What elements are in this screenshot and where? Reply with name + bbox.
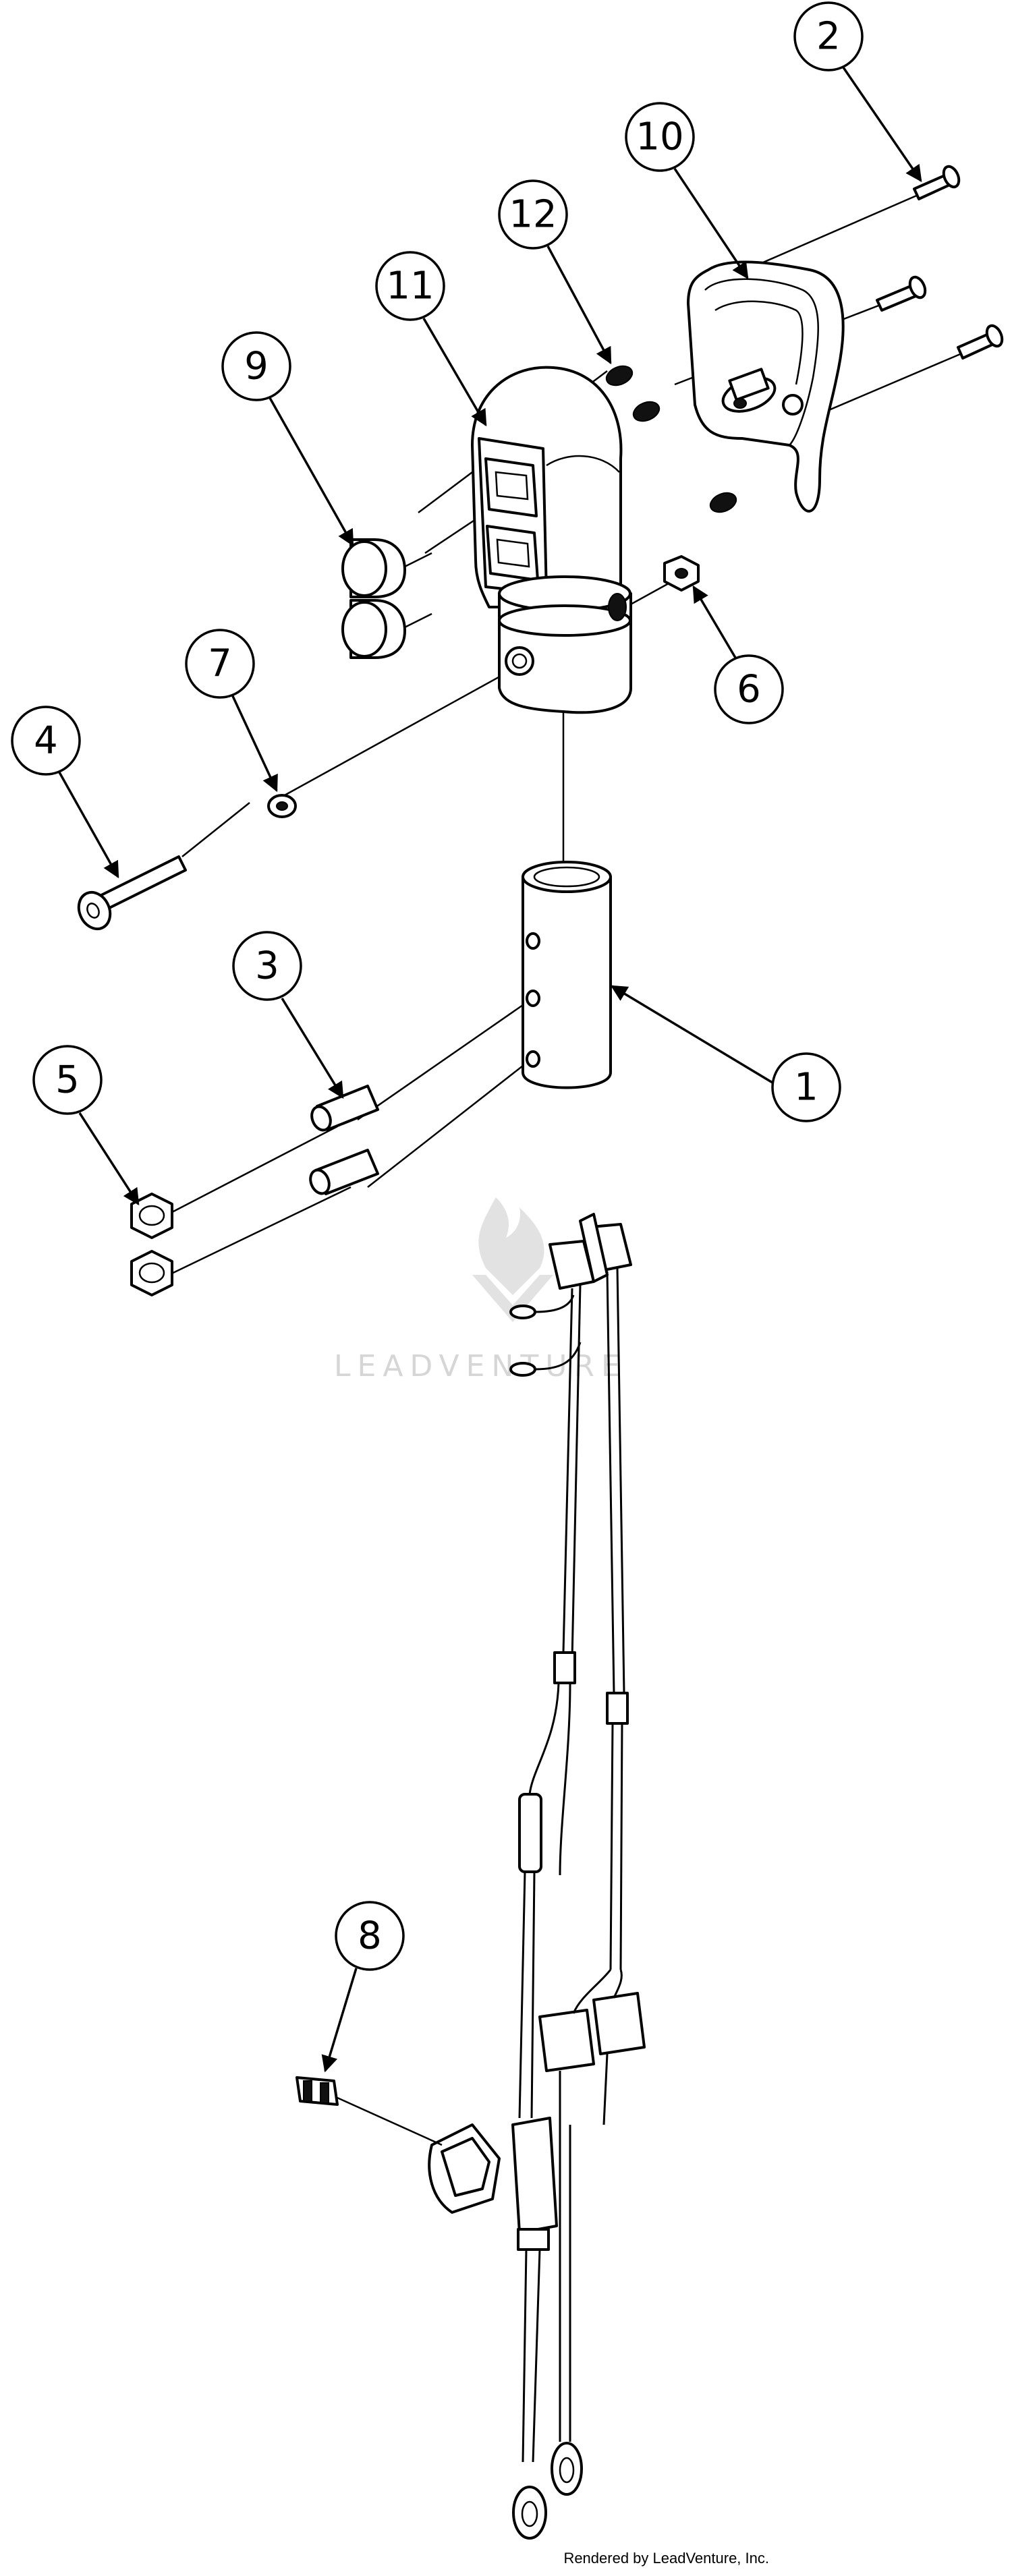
svg-text:3: 3 <box>255 944 279 988</box>
watermark-text: LEADVENTURE <box>334 1349 627 1383</box>
callout-6: 6 <box>692 585 784 724</box>
svg-text:4: 4 <box>34 719 58 763</box>
part-tube-1 <box>522 861 612 1089</box>
part-housing-11 <box>471 366 623 608</box>
callout-4: 4 <box>11 706 119 879</box>
part-screw-2 <box>876 165 1004 360</box>
svg-text:8: 8 <box>358 1914 382 1958</box>
part-housing-collar <box>498 575 632 714</box>
callout-2: 2 <box>793 1 922 183</box>
part-washer-7 <box>267 794 297 818</box>
callout-12: 12 <box>498 179 612 365</box>
part-setscrew-12 <box>605 365 737 513</box>
callout-8: 8 <box>321 1901 405 2073</box>
svg-text:12: 12 <box>509 193 557 237</box>
svg-text:7: 7 <box>208 642 232 686</box>
part-cover-10 <box>687 260 845 513</box>
watermark-logo-icon <box>472 1197 553 1322</box>
render-credit: Rendered by LeadVenture, Inc. <box>563 2550 769 2567</box>
part-knob-9 <box>341 538 432 659</box>
callout-11: 11 <box>375 251 487 427</box>
svg-text:9: 9 <box>244 345 269 389</box>
watermark: LEADVENTURE <box>334 1197 627 1383</box>
svg-text:6: 6 <box>737 668 761 712</box>
callout-9: 9 <box>221 331 354 547</box>
svg-text:1: 1 <box>794 1066 818 1110</box>
svg-text:10: 10 <box>636 115 683 159</box>
svg-text:2: 2 <box>816 15 841 59</box>
callout-5: 5 <box>32 1045 140 1206</box>
part-fuse-8 <box>296 2076 443 2146</box>
part-spacer-3 <box>309 1085 379 1195</box>
callout-3: 3 <box>232 931 344 1099</box>
part-nut-5 <box>130 1193 173 1296</box>
callout-7: 7 <box>185 629 278 793</box>
callout-1: 1 <box>610 985 841 1122</box>
svg-text:5: 5 <box>55 1058 80 1102</box>
part-bolt-4 <box>77 855 187 931</box>
part-nut-6 <box>663 555 700 592</box>
callout-10: 10 <box>625 102 749 280</box>
part-wiring-harness <box>428 1213 646 2540</box>
svg-text:11: 11 <box>386 264 434 308</box>
